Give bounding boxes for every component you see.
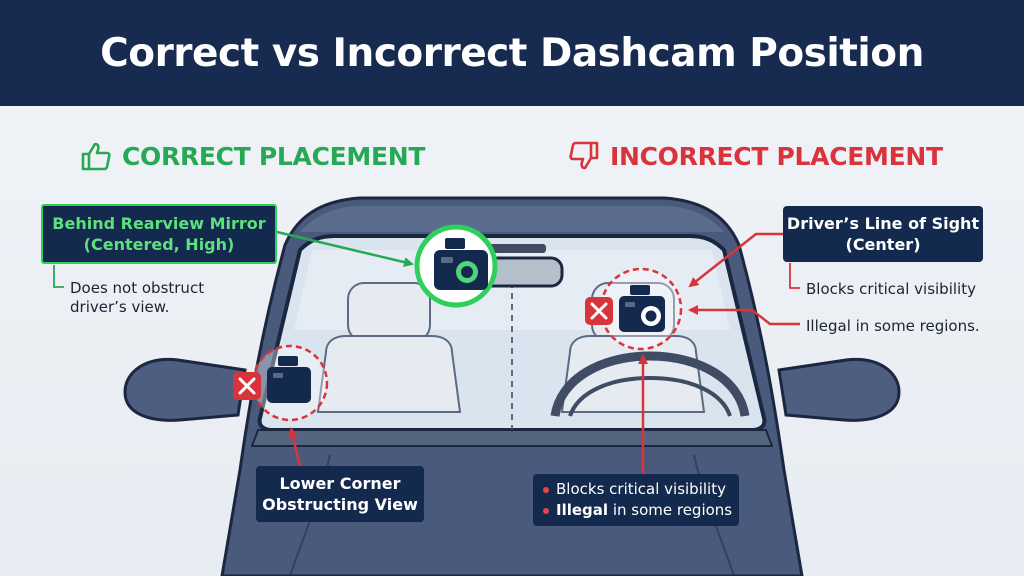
side-mirror-right	[777, 357, 901, 422]
side-mirror-left	[123, 357, 247, 422]
callout-mirror-line1: Behind Rearview Mirror	[52, 214, 266, 233]
callout-mirror-line2: (Centered, High)	[83, 235, 235, 254]
thumbs-up-icon	[81, 142, 111, 171]
dashboard	[250, 429, 774, 447]
note-connector-driver	[789, 263, 800, 289]
page-title: Correct vs Incorrect Dashcam Position	[100, 30, 924, 76]
list-item-bold: Illegal	[556, 501, 609, 519]
dashcam-icon	[434, 238, 488, 290]
note-illegal: Illegal in some regions.	[806, 317, 980, 335]
callout-mirror: Behind Rearview Mirror (Centered, High)	[41, 204, 277, 264]
steering-wheel	[550, 351, 750, 417]
note-mirror: Does not obstruct driver’s view.	[70, 279, 240, 317]
x-mark-icon	[585, 297, 613, 325]
bullet-icon	[543, 507, 549, 514]
dashcam-icon	[619, 285, 665, 332]
list-item-rest: in some regions	[608, 501, 733, 519]
list-item: Blocks critical visibility	[543, 479, 726, 500]
note-connector-mirror	[53, 265, 64, 288]
x-mark-icon	[233, 372, 261, 400]
bullet-icon	[543, 486, 549, 493]
thumbs-down-icon	[569, 141, 599, 170]
correct-heading: CORRECT PLACEMENT	[80, 138, 425, 174]
callout-driver-sight: Driver’s Line of Sight (Center)	[783, 206, 983, 262]
list-item-text: Illegal in some regions	[556, 500, 732, 521]
seat-left	[316, 282, 462, 413]
callout-lower-line1: Lower Corner	[279, 474, 401, 493]
callout-driver-line1: Driver’s Line of Sight	[786, 214, 980, 233]
note-blocks-visibility: Blocks critical visibility	[806, 280, 976, 298]
note-mirror-line2: driver’s view.	[70, 298, 170, 316]
arrow-icon	[688, 232, 783, 288]
callout-driver-line2: (Center)	[845, 235, 921, 254]
correct-heading-text: CORRECT PLACEMENT	[122, 141, 426, 171]
note-mirror-line1: Does not obstruct	[70, 279, 205, 297]
arrow-icon	[276, 230, 414, 268]
callout-list: Blocks critical visibility Illegal in so…	[533, 474, 739, 526]
callout-lower-line2: Obstructing View	[262, 495, 418, 514]
incorrect-heading: INCORRECT PLACEMENT	[568, 138, 943, 174]
car-roof	[300, 206, 724, 232]
incorrect-heading-text: INCORRECT PLACEMENT	[610, 141, 943, 171]
callout-lower-corner: Lower Corner Obstructing View	[256, 466, 424, 522]
arrow-icon	[288, 427, 302, 467]
header-bar: Correct vs Incorrect Dashcam Position	[0, 0, 1024, 106]
list-item-text: Blocks critical visibility	[556, 480, 726, 498]
dashcam-icon	[267, 356, 311, 403]
steering-wheel-inner	[568, 375, 732, 417]
arrow-icon	[688, 305, 800, 326]
list-item: Illegal in some regions	[543, 500, 732, 521]
